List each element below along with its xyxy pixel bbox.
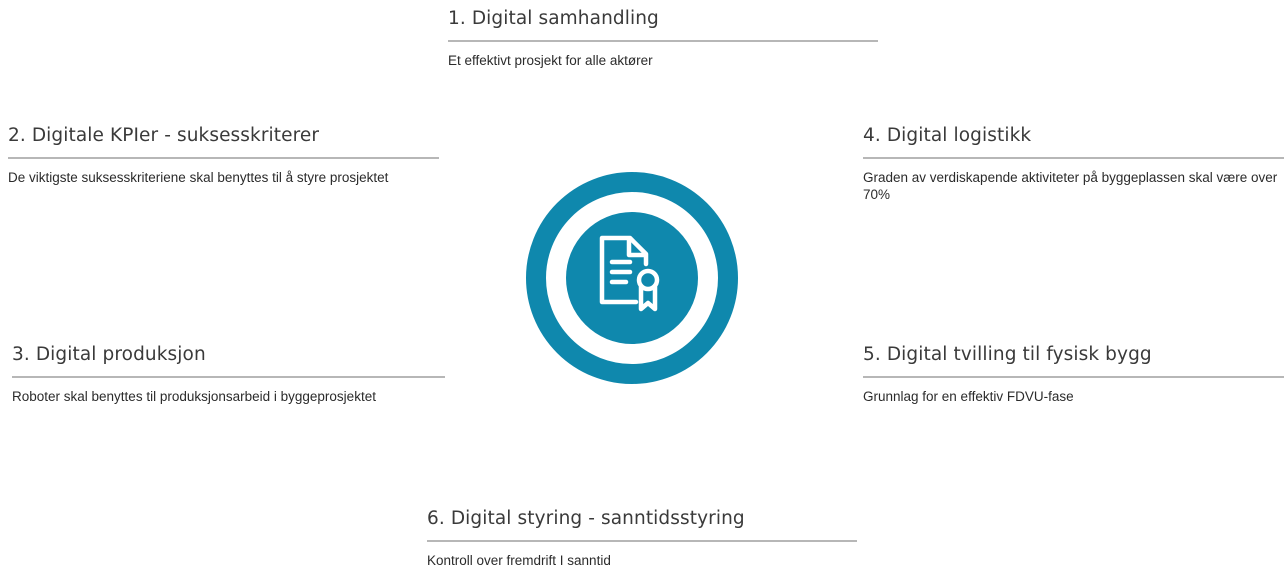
goal-block-1: 1. Digital samhandling Et effektivt pros… — [448, 8, 878, 69]
goal-heading: 2. Digitale KPIer - suksesskriterer — [8, 125, 320, 146]
goal-heading: 1. Digital samhandling — [448, 8, 659, 29]
outer-ring — [526, 172, 738, 384]
goal-block-2: 2. Digitale KPIer - suksesskriterer De v… — [8, 125, 439, 186]
goal-heading: 3. Digital produksjon — [12, 344, 206, 365]
divider — [12, 376, 445, 378]
goal-block-3: 3. Digital produksjon Roboter skal benyt… — [12, 344, 445, 405]
certificate-document-icon — [599, 235, 660, 312]
goal-heading: 6. Digital styring - sanntidsstyring — [427, 508, 745, 529]
goal-description: Et effektivt prosjekt for alle aktører — [448, 53, 653, 68]
divider — [448, 40, 878, 42]
divider — [863, 157, 1284, 159]
goal-description: Grunnlag for en effektiv FDVU-fase — [863, 389, 1074, 404]
center-emblem — [526, 172, 738, 384]
goal-description: Kontroll over fremdrift I sanntid — [427, 553, 611, 568]
goal-block-5: 5. Digital tvilling til fysisk bygg Grun… — [863, 344, 1284, 405]
goal-description: De viktigste suksesskriteriene skal beny… — [8, 170, 389, 185]
divider — [863, 376, 1284, 378]
goal-description: Graden av verdiskapende aktiviteter på b… — [863, 170, 1278, 202]
inner-disc — [566, 212, 698, 344]
divider — [8, 157, 439, 159]
goal-block-4: 4. Digital logistikk Graden av verdiskap… — [863, 125, 1284, 203]
divider — [427, 540, 857, 542]
goal-block-6: 6. Digital styring - sanntidsstyring Kon… — [427, 508, 857, 569]
goal-heading: 5. Digital tvilling til fysisk bygg — [863, 344, 1152, 365]
goal-heading: 4. Digital logistikk — [863, 125, 1032, 146]
goal-description: Roboter skal benyttes til produksjonsarb… — [12, 389, 376, 404]
